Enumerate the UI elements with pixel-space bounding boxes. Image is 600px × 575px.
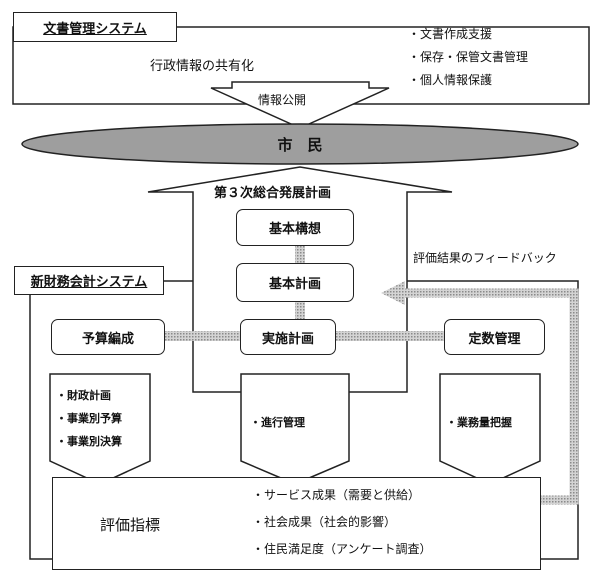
evaluation-item: ・サービス成果（需要と供給）: [252, 488, 421, 502]
staff-box: 定数管理: [444, 319, 545, 355]
staff-items: ・業務量把握: [446, 411, 512, 434]
budget-item: ・財政計画: [56, 389, 111, 402]
evaluation-item: ・住民満足度（アンケート調査）: [252, 542, 432, 556]
budget-pentagon: [49, 373, 151, 485]
feedback-label: 評価結果のフィードバック: [413, 251, 557, 265]
citizens-ellipse: [21, 123, 579, 165]
budget-item: ・事業別予算: [56, 412, 122, 425]
doc-system-title-text: 文書管理システム: [43, 21, 147, 37]
budget-items: ・財政計画 ・事業別予算 ・事業別決算: [56, 384, 122, 453]
staff-pentagon: [439, 373, 541, 485]
budget-item: ・事業別決算: [56, 435, 122, 448]
plan-step-label: 基本構想: [268, 222, 321, 237]
connector-budget-plan: [165, 331, 243, 341]
feedback-arrow-path: [405, 288, 579, 505]
plan-step-label: 基本計画: [268, 277, 321, 292]
progress-pentagon: [240, 373, 350, 485]
progress-item: ・進行管理: [250, 416, 305, 429]
connector-plan-staff: [336, 331, 444, 341]
plan-step-implementation: 実施計画: [240, 319, 336, 355]
connector-v1: [295, 246, 305, 263]
finance-system-title-text: 新財務会計システム: [30, 275, 148, 290]
budget-box: 予算編成: [51, 319, 165, 355]
doc-item: ・文書作成支援: [408, 27, 493, 41]
info-disclosure-label: 情報公開: [258, 93, 307, 107]
doc-item: ・保存・保管文書管理: [408, 50, 529, 64]
sharing-label: 行政情報の共有化: [150, 59, 255, 74]
connector-v2: [295, 302, 305, 319]
plan-step-basic-concept: 基本構想: [236, 209, 354, 246]
doc-item: ・個人情報保護: [408, 73, 493, 87]
plan-step-basic-plan: 基本計画: [236, 263, 354, 302]
doc-system-items: ・文書作成支援 ・保存・保管文書管理 ・個人情報保護: [408, 23, 528, 92]
evaluation-items: ・サービス成果（需要と供給） ・社会成果（社会的影響） ・住民満足度（アンケート…: [252, 482, 432, 563]
feedback-arrowhead: [381, 281, 405, 305]
evaluation-item: ・社会成果（社会的影響）: [252, 515, 397, 529]
plan-title: 第３次総合発展計画: [214, 186, 332, 201]
budget-label: 予算編成: [81, 331, 134, 347]
plan-step-label: 実施計画: [261, 331, 314, 347]
doc-system-title: 文書管理システム: [13, 12, 177, 42]
staff-item: ・業務量把握: [446, 416, 512, 429]
finance-system-title: 新財務会計システム: [14, 266, 164, 295]
evaluation-box: [52, 477, 541, 570]
info-disclosure-arrow: [210, 81, 390, 129]
staff-label: 定数管理: [468, 331, 521, 347]
evaluation-label: 評価指標: [100, 516, 161, 534]
citizens-label: 市 民: [277, 135, 323, 154]
